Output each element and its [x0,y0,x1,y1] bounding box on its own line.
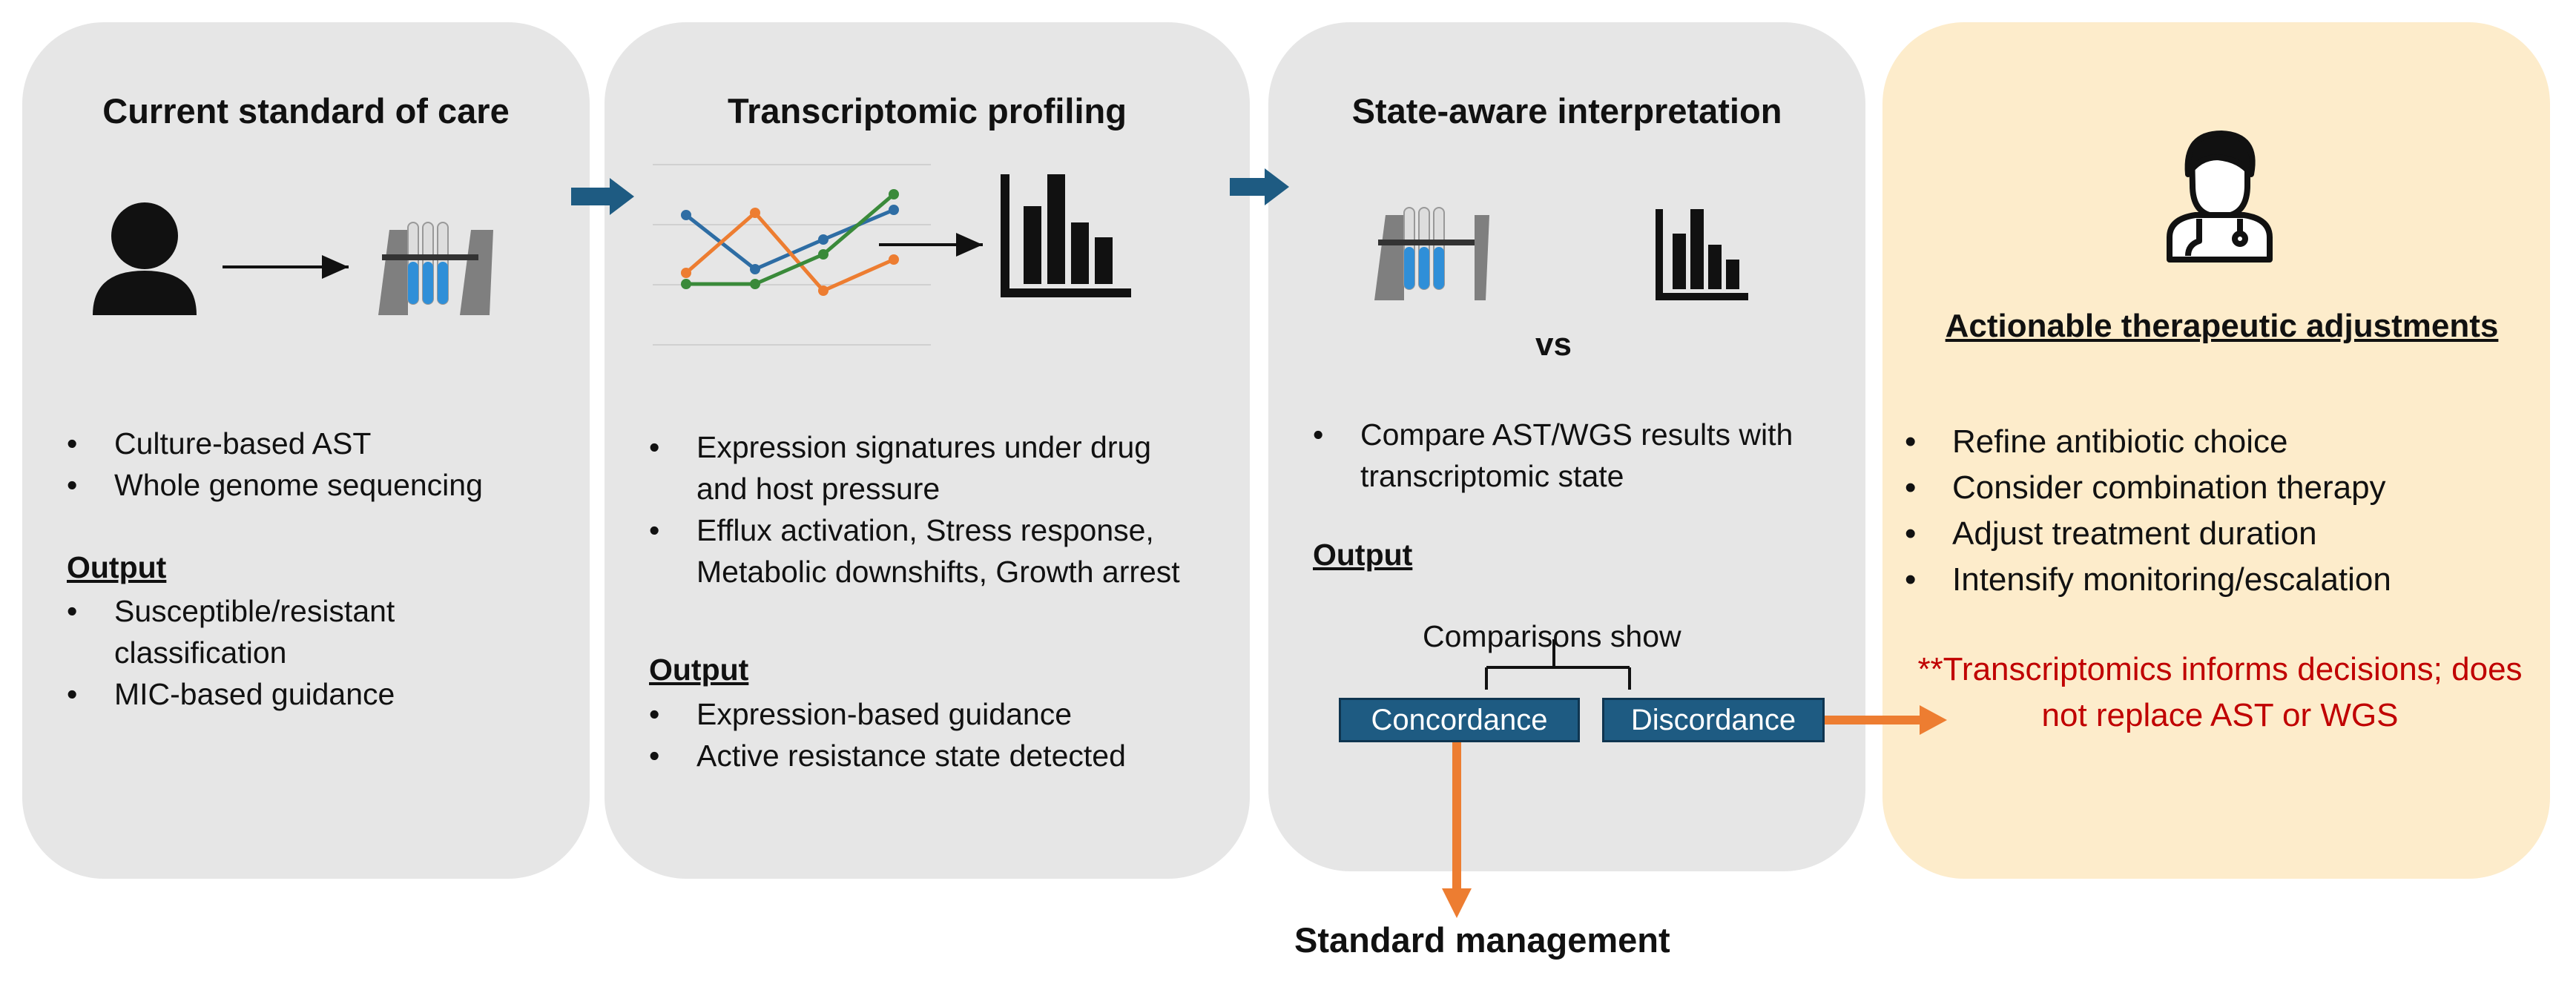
bullet-list: Compare AST/WGS results with transcripto… [1313,414,1832,497]
arrow-right-icon [1825,705,1947,735]
output-label: Output [67,550,167,584]
bullet-item: Compare AST/WGS results with transcripto… [1313,414,1832,497]
bullet-item: Consider combination therapy [1905,465,2535,511]
test-tubes-icon [1374,207,1489,300]
bullet-item: Refine antibiotic choice [1905,419,2535,465]
bullet-list: Culture-based AST Whole genome sequencin… [67,423,571,506]
output-item: Expression-based guidance [649,693,1220,735]
person-icon [93,202,197,315]
arrow-right-icon [571,178,634,215]
vs-label: vs [1535,326,1572,363]
output-item: Susceptible/resistant classification [67,590,556,673]
bullet-list: Refine antibiotic choice Consider combin… [1905,419,2535,603]
bullet-item: Adjust treatment duration [1905,511,2535,557]
output-label: Output [649,653,749,687]
output-list: Susceptible/resistant classification MIC… [67,590,556,715]
doctor-icon [2167,131,2273,263]
panel-title: Actionable therapeutic adjustments [1945,308,2499,344]
panel-standard-of-care: Current standard of care Culture-based A… [22,22,590,879]
comparisons-bracket [1485,639,1631,690]
output-label: Output [1313,538,1413,572]
discordance-box: Discordance [1602,698,1825,742]
output-item: MIC-based guidance [67,673,556,715]
bullet-item: Efflux activation, Stress response, Meta… [649,509,1220,592]
bullet-item: Expression signatures under drug and hos… [649,426,1220,509]
output-list: Expression-based guidance Active resista… [649,693,1220,776]
comparisons-label: Comparisons show [1423,619,1681,653]
concordance-box: Concordance [1339,698,1580,742]
line-chart-icon [653,164,931,346]
panel-title: State-aware interpretation [1351,91,1782,131]
output-item: Active resistance state detected [649,735,1220,776]
test-tubes-icon [378,222,493,315]
bullet-item: Intensify monitoring/escalation [1905,557,2535,603]
bullet-item: Whole genome sequencing [67,464,571,506]
bullet-item: Culture-based AST [67,423,571,464]
panel-title: Transcriptomic profiling [728,91,1127,131]
bullet-list: Expression signatures under drug and hos… [649,426,1220,592]
bar-chart-icon [1656,209,1748,300]
arrow-right-icon [1230,168,1289,205]
bar-chart-icon [1001,174,1131,297]
arrow-down-icon [1442,742,1472,918]
standard-management-label: Standard management [1294,920,1670,960]
note-text: **Transcriptomics informs decisions; doe… [1917,651,2523,733]
panel-title: Current standard of care [102,91,510,131]
